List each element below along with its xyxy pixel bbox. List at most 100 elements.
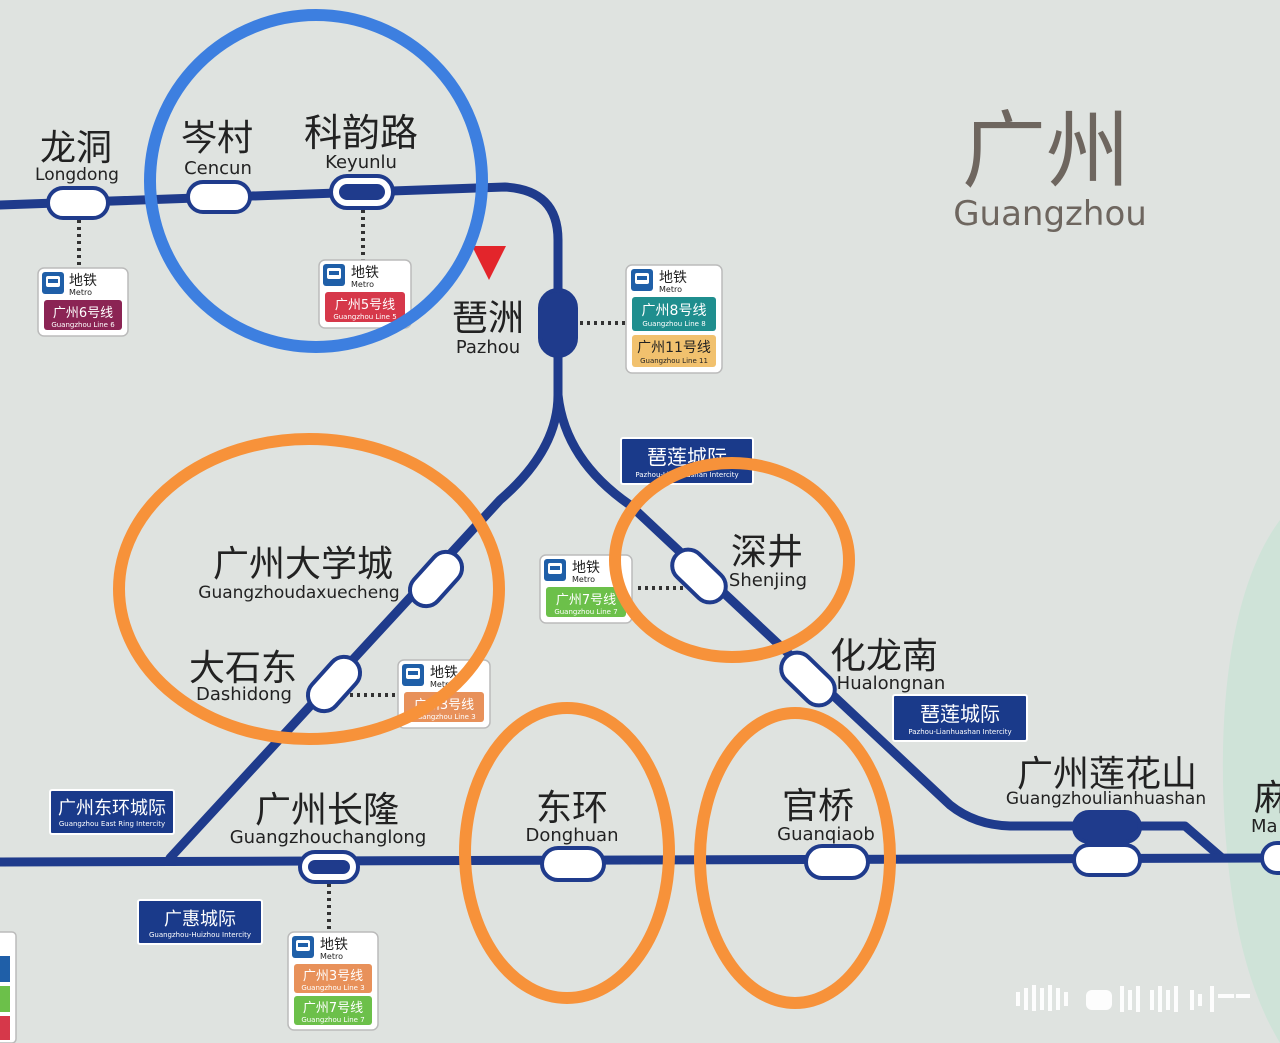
metro-line7b-badge: [294, 996, 372, 1025]
station-label-hualongnan-zh: 化龙南: [830, 636, 938, 677]
metro-line5-en: Guangzhou Line 5: [333, 313, 396, 321]
metro-line3b-zh: 广州3号线: [303, 969, 363, 984]
station-label-shenjing-en: Shenjing: [729, 570, 807, 591]
intercity-badge-guanghui[interactable]: 广惠城际 Guangzhou-Huizhou Intercity: [137, 899, 263, 945]
station-label-keyunlu-en: Keyunlu: [325, 152, 397, 173]
intercity-badge-east-ring[interactable]: 广州东环城际 Guangzhou East Ring Intercity: [49, 789, 175, 835]
metro-line3b-en: Guangzhou Line 3: [301, 984, 364, 992]
intercity-badge-en: Guangzhou-Huizhou Intercity: [149, 931, 251, 939]
intercity-badge-bg: [137, 899, 263, 945]
metro-line7-badge: [546, 587, 626, 617]
metro-line3b-badge: [294, 964, 372, 993]
station-marker-hualongnan[interactable]: [775, 646, 842, 712]
intercity-badge-zh: 广州东环城际: [58, 798, 166, 819]
watermark-logo: [1016, 985, 1250, 1012]
metro-transfer-box-line3-7[interactable]: 地铁 Metro 广州3号线 Guangzhou Line 3 广州7号线 Gu…: [287, 931, 379, 1031]
transfer-connectors: [77, 210, 684, 932]
metro-train-icon: [544, 559, 566, 581]
metro-line6-badge: [44, 300, 122, 330]
city-name-zh: 广州: [962, 102, 1130, 200]
station-label-lianhuashan-en: Guangzhoulianhuashan: [1006, 789, 1206, 809]
station-marker-ma[interactable]: [1260, 841, 1280, 875]
station-marker-lianhuashan-top[interactable]: [1072, 810, 1142, 844]
station-label-lianhuashan-zh: 广州莲花山: [1017, 754, 1197, 795]
station-marker-cencun[interactable]: [186, 180, 252, 214]
station-labels: 龙洞 Longdong 岑村 Cencun 科韵路 Keyunlu 琶洲 Paz…: [35, 111, 1280, 848]
metro-label-en: Metro: [69, 288, 92, 297]
you-are-here-icon: [472, 246, 506, 280]
metro-line11-badge: [632, 335, 716, 367]
metro-line8-en: Guangzhou Line 8: [642, 320, 705, 328]
station-markers: [46, 174, 1280, 884]
highlight-circle-orange-guanqiao: [694, 707, 896, 1009]
station-marker-shenjing[interactable]: [666, 543, 733, 609]
metro-label-en: Metro: [659, 285, 682, 294]
station-marker-donghuan[interactable]: [540, 846, 606, 882]
intercity-badge-bg: [49, 789, 175, 835]
metro-train-icon: [323, 264, 345, 286]
metro-label-zh: 地铁: [572, 560, 600, 576]
metro-label-zh: 地铁: [320, 937, 348, 953]
metro-label-en: Metro: [572, 575, 595, 584]
station-label-pazhou-en: Pazhou: [456, 337, 520, 358]
highlight-circles: [113, 9, 896, 1009]
intercity-badge-en: Guangzhou East Ring Intercity: [59, 820, 165, 828]
metro-line11-en: Guangzhou Line 11: [640, 357, 708, 365]
metro-transfer-box-line6[interactable]: 地铁 Metro 广州6号线 Guangzhou Line 6: [37, 267, 129, 337]
station-label-changlong-en: Guangzhouchanglong: [230, 827, 427, 848]
intercity-badge-en: Pazhou-Lianhuashan Intercity: [908, 728, 1011, 736]
station-label-cencun-en: Cencun: [184, 158, 252, 179]
station-label-changlong-zh: 广州长隆: [255, 790, 399, 831]
metro-line7b-en: Guangzhou Line 7: [301, 1016, 364, 1024]
intercity-badge-zh: 琶莲城际: [920, 702, 1000, 726]
keyunlu-marker-inner: [339, 184, 385, 200]
station-label-pazhou-zh: 琶洲: [452, 298, 524, 339]
station-marker-dashidong[interactable]: [301, 650, 366, 717]
metro-label-en: Metro: [351, 280, 374, 289]
metro-label-zh: 地铁: [351, 265, 379, 281]
metro-line8-zh: 广州8号线: [642, 303, 707, 319]
metro-label-en: Metro: [320, 952, 343, 961]
station-label-ma-en: Ma: [1251, 816, 1278, 837]
station-label-gzdxc-en: Guangzhoudaxuecheng: [198, 583, 399, 603]
highlight-circle-orange-dxc: [113, 433, 505, 745]
station-marker-longdong[interactable]: [46, 186, 110, 220]
intercity-badge-zh: 广惠城际: [164, 909, 236, 930]
metro-line11-zh: 广州11号线: [637, 340, 711, 356]
line-top: [0, 182, 563, 400]
metro-train-icon: [402, 664, 424, 686]
metro-line5-badge: [325, 292, 405, 322]
metro-transfer-box-line8-11[interactable]: 地铁 Metro 广州8号线 Guangzhou Line 8 广州11号线 G…: [625, 264, 723, 374]
metro-line5-zh: 广州5号线: [335, 298, 395, 313]
station-label-keyunlu-zh: 科韵路: [304, 111, 418, 155]
highlight-circle-orange-donghuan: [459, 702, 675, 1004]
station-marker-guanqiao[interactable]: [804, 844, 870, 880]
station-label-guanqiao-zh: 官桥: [782, 786, 854, 827]
station-label-dashidong-zh: 大石东: [189, 648, 297, 689]
intercity-badge-bg: [892, 694, 1028, 742]
changlong-marker-inner: [308, 860, 350, 874]
station-label-gzdxc-zh: 广州大学城: [213, 544, 393, 585]
metro-transfer-box-edge: [0, 931, 17, 1043]
metro-line7b-zh: 广州7号线: [303, 1001, 363, 1016]
metro-line3-en: Guangzhou Line 3: [412, 713, 475, 721]
metro-train-icon: [42, 272, 64, 294]
metro-train-icon: [292, 936, 314, 958]
station-marker-gzdxc[interactable]: [403, 545, 468, 612]
station-label-donghuan-en: Donghuan: [526, 825, 619, 846]
intercity-badge-pazhou-lianhuashan-2[interactable]: 琶莲城际 Pazhou-Lianhuashan Intercity: [892, 694, 1028, 742]
station-label-guanqiao-en: Guanqiaob: [777, 824, 875, 845]
metro-label-zh: 地铁: [430, 665, 458, 681]
station-label-donghuan-zh: 东环: [536, 788, 608, 829]
metro-line6-en: Guangzhou Line 6: [51, 321, 115, 329]
station-marker-lianhuashan-bottom[interactable]: [1072, 843, 1142, 877]
metro-transfer-box-line5[interactable]: 地铁 Metro 广州5号线 Guangzhou Line 5: [318, 259, 412, 329]
metro-line7-zh: 广州7号线: [556, 593, 616, 608]
city-name-en: Guangzhou: [953, 194, 1147, 234]
metro-transfer-box-line7[interactable]: 地铁 Metro 广州7号线 Guangzhou Line 7: [539, 554, 633, 624]
metro-label-zh: 地铁: [659, 270, 687, 286]
station-marker-pazhou[interactable]: [538, 288, 578, 358]
metro-line6-zh: 广州6号线: [53, 306, 113, 321]
